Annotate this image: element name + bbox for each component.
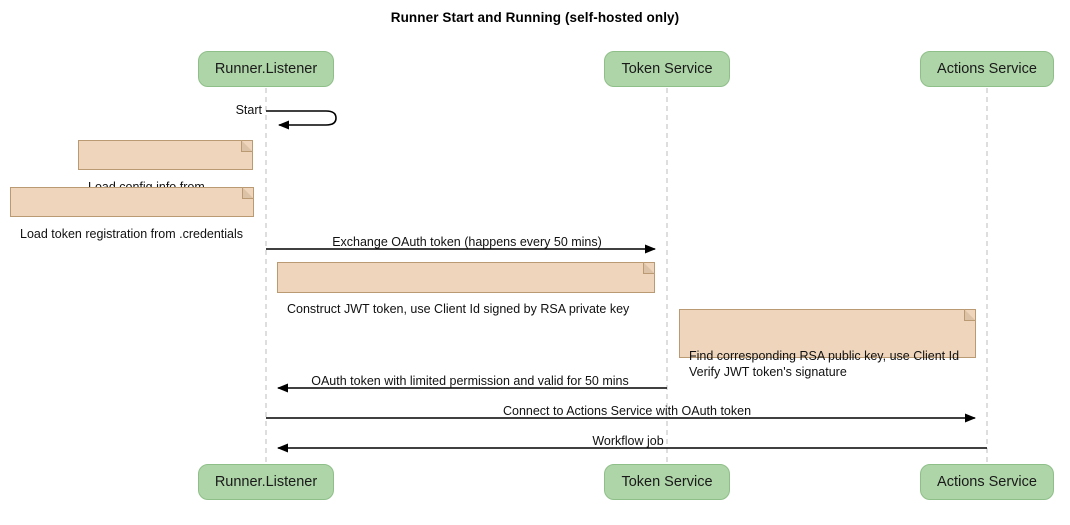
- participant-actions-service-top[interactable]: Actions Service: [920, 51, 1054, 87]
- participant-token-service-bottom[interactable]: Token Service: [604, 464, 730, 500]
- participant-runner-listener-top[interactable]: Runner.Listener: [198, 51, 334, 87]
- self-message-label-start: Start: [235, 103, 262, 117]
- participant-runner-listener-bottom[interactable]: Runner.Listener: [198, 464, 334, 500]
- participant-label: Runner.Listener: [214, 61, 318, 77]
- note-text: Load token registration from .credential…: [20, 227, 244, 241]
- participant-label: Token Service: [621, 474, 713, 490]
- participant-label: Runner.Listener: [214, 474, 318, 490]
- page-title: Runner Start and Running (self-hosted on…: [390, 10, 680, 25]
- note-fold-icon: [242, 187, 254, 199]
- participant-label: Token Service: [621, 61, 713, 77]
- note-fold-icon: [643, 262, 655, 274]
- participant-label: Actions Service: [937, 61, 1037, 77]
- participant-actions-service-bottom[interactable]: Actions Service: [920, 464, 1054, 500]
- participant-token-service-top[interactable]: Token Service: [604, 51, 730, 87]
- message-label-exchange: Exchange OAuth token (happens every 50 m…: [332, 235, 602, 249]
- note-construct-jwt: Construct JWT token, use Client Id signe…: [277, 262, 655, 316]
- note-text: Construct JWT token, use Client Id signe…: [287, 302, 630, 316]
- self-message-start-arrow: [266, 110, 337, 130]
- message-label-connect: Connect to Actions Service with OAuth to…: [502, 404, 752, 418]
- note-load-token-registration: Load token registration from .credential…: [10, 187, 254, 241]
- note-fold-icon: [241, 140, 253, 152]
- note-fold-icon: [964, 309, 976, 321]
- note-load-config: Load config info from .runner: [78, 140, 253, 210]
- note-text: Find corresponding RSA public key, use C…: [689, 349, 960, 379]
- message-label-oauth-token: OAuth token with limited permission and …: [311, 374, 629, 388]
- message-label-workflow-job: Workflow job: [592, 434, 664, 448]
- participant-label: Actions Service: [937, 474, 1037, 490]
- note-verify-jwt: Find corresponding RSA public key, use C…: [679, 309, 976, 379]
